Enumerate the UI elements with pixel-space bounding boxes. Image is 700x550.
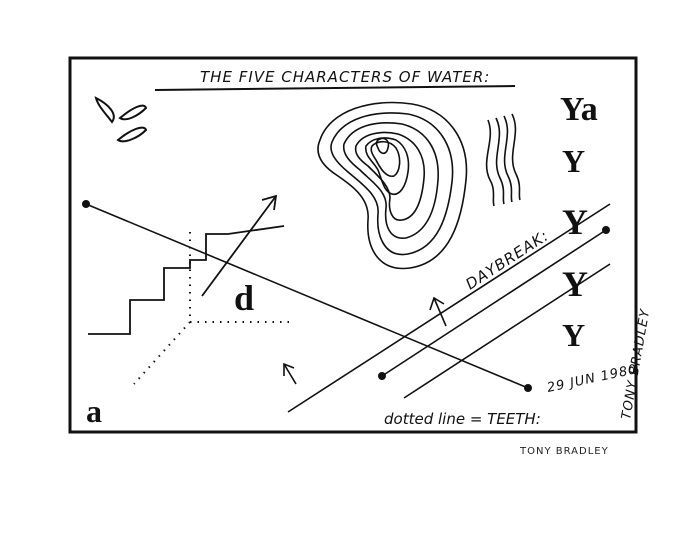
diagonal-end-dot bbox=[524, 384, 532, 392]
artwork-border bbox=[68, 56, 638, 434]
y-glyph-3: Y bbox=[562, 264, 588, 304]
long-diagonal-line bbox=[85, 203, 529, 389]
contour-map bbox=[317, 101, 468, 270]
staircase-line bbox=[88, 225, 285, 335]
small-arrow-left bbox=[283, 362, 297, 385]
daybreak-parallel-lines bbox=[287, 203, 611, 413]
drawing-title: THE FIVE CHARACTERS OF WATER: bbox=[200, 68, 490, 86]
dotted-lines bbox=[133, 232, 292, 385]
title-underline bbox=[154, 85, 516, 91]
ya-glyph: Ya bbox=[560, 91, 598, 128]
daybreak-line-dot-2 bbox=[602, 226, 610, 234]
dotted-line-note: dotted line = TEETH: bbox=[384, 410, 541, 428]
diagonal-start-dot bbox=[82, 200, 90, 208]
staircase-arrow bbox=[201, 194, 278, 297]
y-glyph-4: Y bbox=[562, 317, 585, 353]
letter-d: d bbox=[234, 278, 254, 318]
daybreak-label: DAYBREAK: bbox=[462, 226, 552, 293]
daybreak-line-dot-1 bbox=[378, 372, 386, 380]
leaf-strokes bbox=[94, 96, 148, 143]
letter-a: a bbox=[86, 393, 102, 429]
artist-caption: TONY BRADLEY bbox=[520, 446, 609, 457]
wave-lines bbox=[485, 113, 521, 207]
y-glyph-1: Y bbox=[562, 143, 585, 179]
y-glyph-2: Y bbox=[562, 202, 588, 242]
small-arrow-up bbox=[429, 296, 447, 327]
